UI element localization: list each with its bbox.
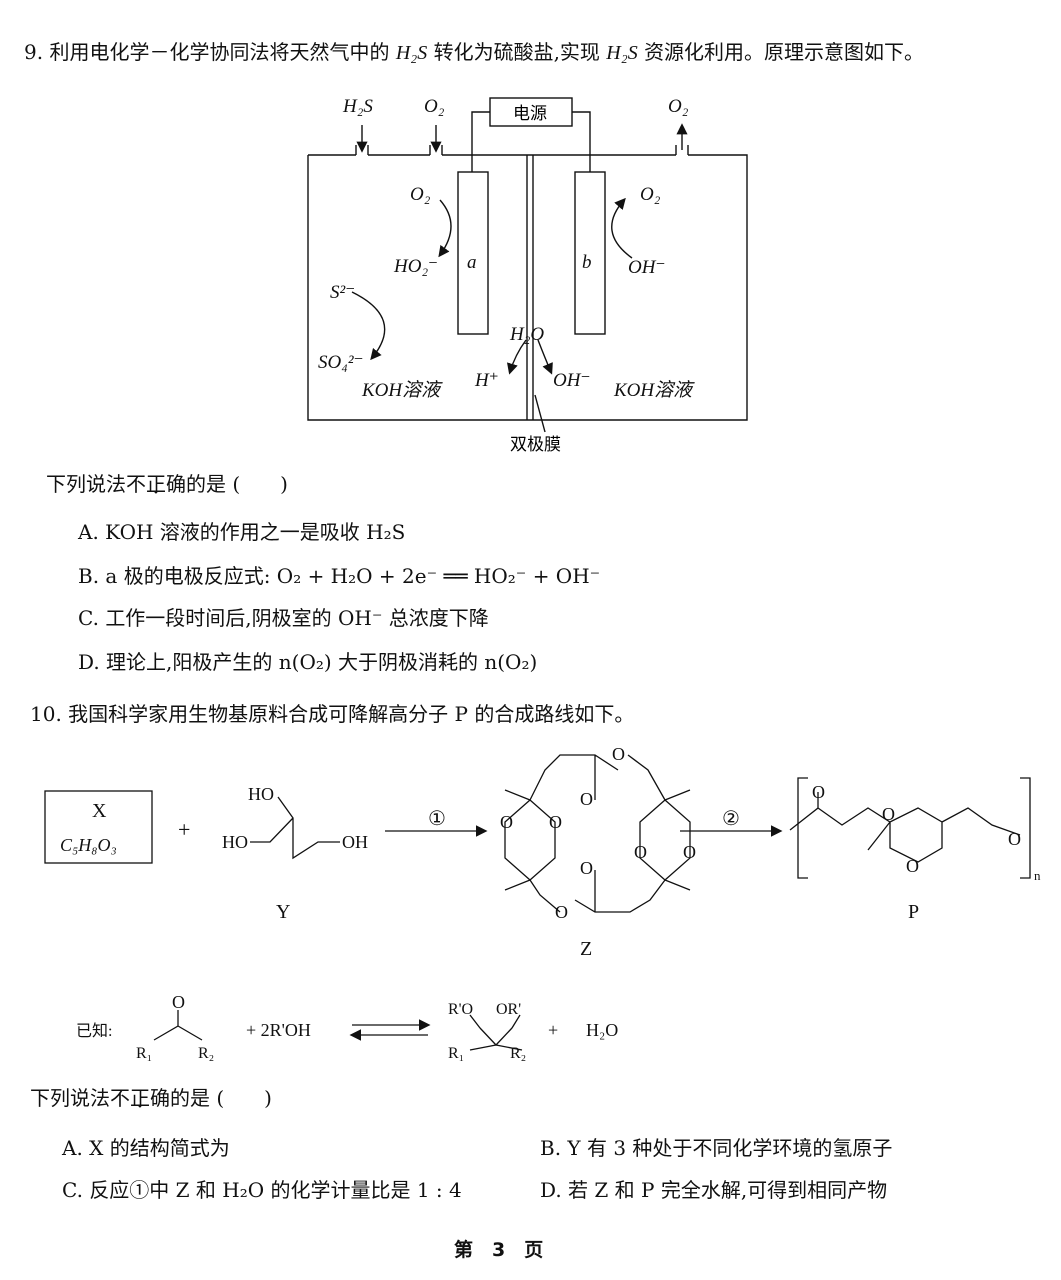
- y-ho-top: HO: [248, 784, 274, 804]
- q9-option-b: B. a 极的电极反应式: O₂ + H₂O + 2e⁻ ══ HO₂⁻ + O…: [78, 564, 601, 588]
- known-r2: R₂: [198, 1045, 214, 1062]
- known-r1: R₁: [136, 1045, 152, 1062]
- label-o2-inlet: O₂: [424, 96, 445, 117]
- q10-option-b: B. Y 有 3 种处于不同化学环境的氢原子: [540, 1136, 893, 1160]
- label-electrode-b: b: [582, 252, 592, 273]
- p-label: P: [908, 901, 919, 923]
- emphasis-dotted: 不正确: [126, 472, 186, 496]
- z-o-8: O: [555, 902, 568, 922]
- q9-stem: 9. 利用电化学－化学协同法将天然气中的 H₂S 转化为硫酸盐,实现 H₂S 资…: [24, 40, 925, 64]
- label-right-oh: OH⁻: [628, 257, 665, 278]
- y-oh: OH: [342, 832, 368, 852]
- o2-outlet: [675, 145, 689, 155]
- x-label: X: [92, 800, 107, 822]
- known-plus: +: [548, 1020, 558, 1040]
- q10-option-c: C. 反应①中 Z 和 H₂O 的化学计量比是 1 : 4: [62, 1178, 462, 1202]
- label-electrode-a: a: [467, 252, 477, 273]
- q10-stem: 10. 我国科学家用生物基原料合成可降解高分子 P 的合成路线如下。: [30, 702, 635, 726]
- p-o-ring-1: O: [882, 804, 895, 824]
- tank-outline: [307, 154, 748, 421]
- electrolysis-diagram: H₂S O₂ O₂ O₂ HO₂⁻ a b O₂ OH⁻ S²⁻ SO₄²⁻ H…: [307, 96, 748, 454]
- known-ro1: R'O: [448, 1001, 473, 1018]
- known-r2-product: R₂: [510, 1045, 526, 1062]
- known-ketone: [153, 1010, 203, 1041]
- known-r1-product: R₁: [448, 1045, 464, 1062]
- known-label: 已知:: [76, 1022, 112, 1040]
- step-1: ①: [428, 808, 446, 830]
- x-box: [44, 790, 153, 864]
- arrow-o2-to-ho2: [438, 199, 452, 258]
- z-label: Z: [580, 938, 592, 960]
- label-membrane: 双极膜: [510, 435, 561, 454]
- bipolar-membrane: [526, 155, 534, 420]
- emphasis-dotted-10: 不正确: [110, 1086, 170, 1110]
- z-o-6: O: [683, 842, 696, 862]
- label-right-solution: KOH溶液: [613, 379, 695, 401]
- q9-option-a: A. KOH 溶液的作用之一是吸收 H₂S: [78, 520, 406, 544]
- z-o-4: O: [612, 744, 625, 764]
- label-left-o2: O₂: [410, 184, 431, 205]
- z-o-2: O: [500, 812, 513, 832]
- label-h2o: H₂O: [509, 324, 544, 345]
- arrow-oh-to-o2: [611, 197, 633, 259]
- label-ho2: HO₂⁻: [393, 256, 438, 277]
- p-o-ether: O: [1008, 829, 1021, 849]
- q10-prompt: 下列说法不正确的是 ( ): [30, 1086, 272, 1110]
- p-skeleton: [789, 792, 1021, 863]
- arrow-h2o-to-h: [506, 339, 527, 375]
- known-reagent: + 2R'OH: [246, 1020, 311, 1040]
- p-o-ring-2: O: [906, 856, 919, 876]
- label-so4: SO₄²⁻: [318, 352, 364, 373]
- label-h2s-inlet: H₂S: [342, 96, 373, 117]
- label-hplus: H⁺: [474, 370, 499, 391]
- known-ketal: [469, 1014, 523, 1051]
- label-s2: S²⁻: [330, 282, 355, 303]
- o2-inlet: [429, 145, 443, 155]
- wire-right: [572, 111, 591, 172]
- y-label: Y: [276, 901, 290, 923]
- z-o-7: O: [580, 858, 593, 878]
- arrow-h2o-to-oh: [537, 339, 553, 375]
- p-o-carbonyl: O: [812, 782, 825, 802]
- q9-option-c: C. 工作一段时间后,阴极室的 OH⁻ 总浓度下降: [78, 606, 489, 630]
- y-ho-left: HO: [222, 832, 248, 852]
- plus-sign: +: [178, 817, 190, 842]
- label-ohminus: OH⁻: [553, 370, 590, 391]
- arrow-s2-to-so4: [351, 291, 386, 361]
- electrode-b: [574, 171, 606, 335]
- wire-left: [471, 111, 490, 172]
- h2s-inlet: [355, 145, 369, 155]
- q9-prompt: 下列说法不正确的是 ( ): [46, 472, 288, 496]
- membrane-pointer: [534, 394, 546, 433]
- z-o-1: O: [580, 789, 593, 809]
- q10-option-a: A. X 的结构简式为: [62, 1136, 230, 1160]
- z-structure: [504, 754, 691, 913]
- p-bracket-right: [1020, 777, 1031, 879]
- p-n: n: [1034, 868, 1041, 883]
- label-right-o2: O₂: [640, 184, 661, 205]
- y-skeleton: [250, 796, 340, 860]
- known-o: O: [172, 992, 185, 1012]
- z-o-5: O: [634, 842, 647, 862]
- label-power-supply: 电源: [513, 104, 547, 123]
- p-bracket-left: [797, 777, 808, 879]
- step-2: ②: [722, 808, 740, 830]
- electrode-a: [457, 171, 489, 335]
- known-water: H₂O: [586, 1020, 618, 1040]
- q10-option-d: D. 若 Z 和 P 完全水解,可得到相同产物: [540, 1178, 888, 1202]
- known-ro2: OR': [496, 1001, 521, 1018]
- z-o-3: O: [549, 812, 562, 832]
- x-formula: C₅H₈O₃: [60, 835, 117, 855]
- synthesis-route-diagram: X C₅H₈O₃ + HO HO OH Y ① O O O O O O O O …: [44, 744, 1041, 1062]
- q9-option-d: D. 理论上,阳极产生的 n(O₂) 大于阴极消耗的 n(O₂): [78, 650, 538, 674]
- page-number: 第 3 页: [454, 1239, 544, 1261]
- label-o2-outlet: O₂: [668, 96, 689, 117]
- label-left-solution: KOH溶液: [361, 379, 443, 401]
